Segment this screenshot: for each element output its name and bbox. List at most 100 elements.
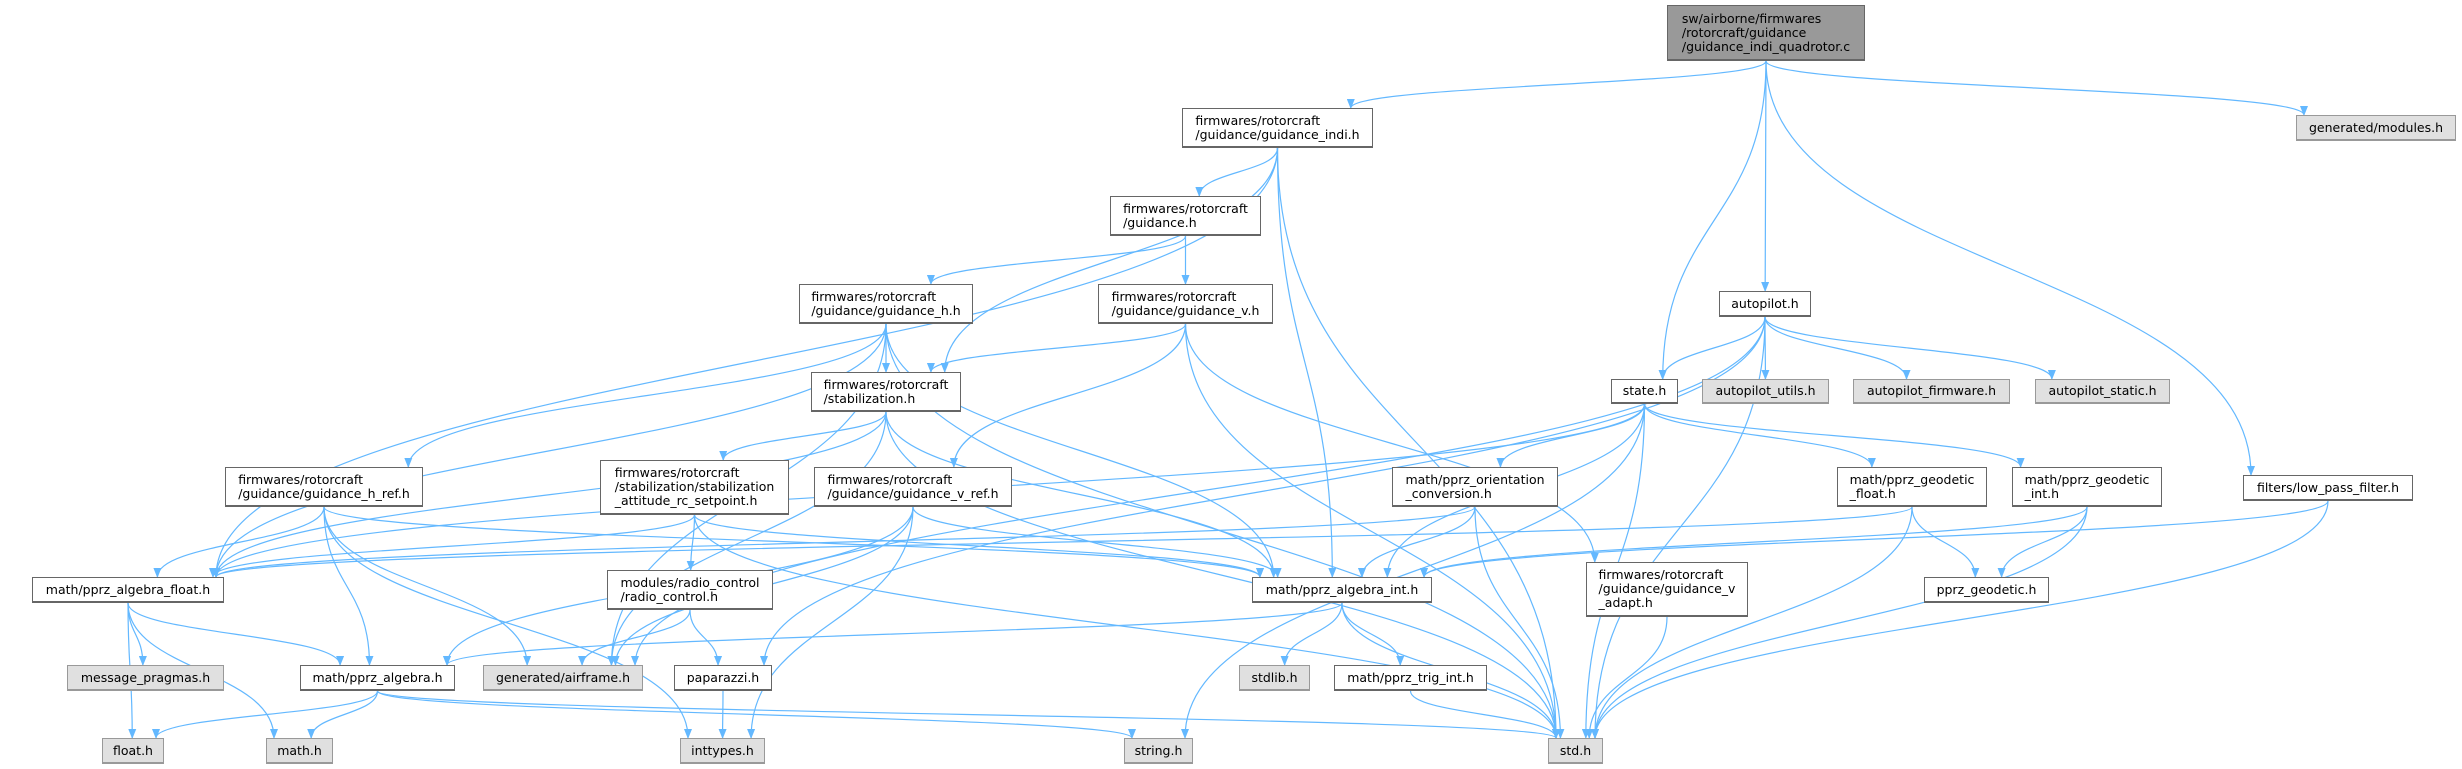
node-geodetic-int[interactable]: math/pprz_geodetic _int.h — [2012, 467, 2162, 507]
node-orientation-conversion[interactable]: math/pprz_orientation _conversion.h — [1392, 467, 1558, 507]
edge-state-to-geodetic_float — [1643, 403, 1876, 468]
node-label: modules/radio_control /radio_control.h — [620, 574, 760, 604]
edge-guidance_v-to-stabilization — [927, 323, 1187, 373]
node-guidance-indi[interactable]: firmwares/rotorcraft /guidance/guidance_… — [1182, 108, 1373, 148]
edge-guidance_v_ref-to-inttypes — [747, 506, 914, 739]
edge-guidance_v-to-guidance_v_ref — [949, 323, 1187, 468]
edge-geodetic_float-to-pprz_geodetic — [1911, 506, 1980, 578]
edge-root-to-guidance_indi — [1346, 60, 1767, 109]
edge-guidance_indi-to-std — [1276, 147, 1560, 739]
node-label: firmwares/rotorcraft /guidance/guidance_… — [811, 288, 961, 318]
node-stabilization[interactable]: firmwares/rotorcraft /stabilization.h — [811, 372, 961, 412]
node-label: autopilot_utils.h — [1715, 383, 1816, 398]
node-guidance-h[interactable]: firmwares/rotorcraft /guidance/guidance_… — [799, 284, 973, 324]
node-stdlib: stdlib.h — [1239, 665, 1310, 691]
edge-algebra_float-to-algebra — [127, 602, 345, 666]
edge-rc_setpoint-to-algebra_int — [693, 514, 1264, 578]
edge-algebra_int-to-stdlib — [1280, 602, 1343, 666]
edge-geodetic_int-to-std — [1591, 506, 2088, 739]
node-float-h: float.h — [102, 738, 164, 764]
node-label: generated/airframe.h — [495, 669, 630, 685]
node-label: string.h — [1134, 742, 1183, 758]
node-label: autopilot_firmware.h — [1866, 383, 1997, 398]
node-inttypes: inttypes.h — [680, 738, 765, 764]
node-radio-control[interactable]: modules/radio_control /radio_control.h — [607, 570, 773, 610]
edge-guidance_v-to-std — [1184, 323, 1560, 739]
edge-autopilot-to-autopilot_firmware — [1764, 316, 1911, 380]
node-state[interactable]: state.h — [1611, 379, 1678, 404]
node-guidance-h-ref[interactable]: firmwares/rotorcraft /guidance/guidance_… — [225, 467, 423, 507]
node-autopilot[interactable]: autopilot.h — [1719, 291, 1811, 317]
node-label: state.h — [1622, 383, 1667, 398]
node-guidance[interactable]: firmwares/rotorcraft /guidance.h — [1110, 196, 1261, 236]
node-label: math/pprz_geodetic _float.h — [1849, 471, 1975, 501]
edge-guidance_h_ref-to-algebra_float — [153, 506, 325, 578]
edge-guidance_indi-to-guidance — [1195, 147, 1279, 197]
edge-algebra_int-to-trig_int — [1341, 602, 1405, 666]
node-label: autopilot.h — [1731, 295, 1799, 311]
edge-guidance_v_adapt-to-std — [1585, 616, 1668, 739]
node-label: stdlib.h — [1251, 669, 1298, 685]
edge-algebra-to-float_h — [152, 690, 379, 739]
edge-rc_setpoint-to-radio_control — [686, 514, 696, 571]
node-pprz-algebra-float[interactable]: math/pprz_algebra_float.h — [32, 577, 224, 603]
edge-guidance-to-guidance_h — [927, 235, 1187, 285]
node-label: math/pprz_algebra_float.h — [45, 581, 211, 597]
edge-radio_control-to-airframe — [578, 609, 691, 666]
node-label: firmwares/rotorcraft /guidance/guidance_… — [827, 471, 999, 501]
node-autopilot-static: autopilot_static.h — [2035, 379, 2170, 404]
node-label: message_pragmas.h — [80, 669, 211, 685]
edge-guidance_h_ref-to-algebra_int — [323, 506, 1264, 578]
node-pprz-algebra-int[interactable]: math/pprz_algebra_int.h — [1252, 577, 1432, 603]
edge-state-to-geodetic_int — [1643, 403, 2025, 468]
node-guidance-v[interactable]: firmwares/rotorcraft /guidance/guidance_… — [1098, 284, 1273, 324]
node-label: inttypes.h — [691, 742, 754, 758]
edge-stabilization-to-algebra_float — [212, 411, 887, 578]
node-label: firmwares/rotorcraft /guidance.h — [1123, 200, 1248, 230]
edge-guidance_v-to-guidance_v_adapt — [1184, 323, 1599, 563]
edge-geodetic_int-to-pprz_geodetic — [1997, 506, 2088, 578]
node-label: math/pprz_algebra.h — [312, 669, 443, 685]
node-autopilot-firmware: autopilot_firmware.h — [1853, 379, 2010, 404]
edge-guidance_h_ref-to-algebra — [323, 506, 374, 666]
node-label: std.h — [1559, 742, 1592, 758]
node-label: sw/airborne/firmwares /rotorcraft/guidan… — [1681, 10, 1851, 54]
node-pprz-trig-int[interactable]: math/pprz_trig_int.h — [1334, 665, 1487, 691]
edge-low_pass_filter-to-std — [1591, 500, 2329, 739]
node-label: firmwares/rotorcraft /stabilization/stab… — [614, 465, 775, 508]
node-pprz-geodetic[interactable]: pprz_geodetic.h — [1924, 577, 2049, 603]
node-string-h: string.h — [1124, 738, 1193, 764]
node-math-h: math.h — [266, 738, 333, 764]
edge-rc_setpoint-to-algebra_float — [209, 514, 696, 578]
edge-root-to-autopilot — [1761, 60, 1770, 292]
edge-state-to-orientation_conversion — [1496, 403, 1646, 468]
node-label: paparazzi.h — [686, 669, 760, 685]
edge-rc_setpoint-to-std — [693, 514, 1560, 739]
edge-geodetic_int-to-algebra_int — [1420, 506, 2088, 578]
node-label: autopilot_static.h — [2048, 383, 2157, 398]
edge-geodetic_float-to-algebra_float — [212, 506, 1913, 578]
node-label: firmwares/rotorcraft /guidance/guidance_… — [1111, 288, 1260, 318]
edge-orientation_conversion-to-algebra_float — [212, 506, 1476, 578]
node-label: math/pprz_trig_int.h — [1347, 669, 1474, 685]
node-label: firmwares/rotorcraft /guidance/guidance_… — [1195, 112, 1360, 142]
node-root-file[interactable]: sw/airborne/firmwares /rotorcraft/guidan… — [1667, 5, 1865, 61]
node-guidance-v-ref[interactable]: firmwares/rotorcraft /guidance/guidance_… — [814, 467, 1012, 507]
node-stabilization-attitude-rc-setpoint[interactable]: firmwares/rotorcraft /stabilization/stab… — [600, 460, 789, 515]
edge-root-to-modules — [1765, 60, 2308, 116]
node-label: generated/modules.h — [2308, 119, 2444, 135]
edge-stabilization-to-airframe — [607, 411, 887, 666]
edge-autopilot-to-autopilot_static — [1764, 316, 2056, 380]
node-low-pass-filter[interactable]: filters/low_pass_filter.h — [2243, 475, 2413, 501]
node-guidance-v-adapt[interactable]: firmwares/rotorcraft /guidance/guidance_… — [1586, 562, 1748, 617]
node-label: math.h — [277, 742, 322, 758]
node-geodetic-float[interactable]: math/pprz_geodetic _float.h — [1837, 467, 1987, 507]
edge-algebra-to-std — [376, 690, 1560, 739]
node-label: firmwares/rotorcraft /stabilization.h — [823, 376, 949, 406]
node-autopilot-utils: autopilot_utils.h — [1702, 379, 1829, 404]
node-label: float.h — [113, 742, 153, 758]
node-paparazzi[interactable]: paparazzi.h — [674, 665, 772, 691]
edge-autopilot-to-state — [1658, 316, 1766, 380]
node-pprz-algebra[interactable]: math/pprz_algebra.h — [300, 665, 455, 691]
node-generated-modules: generated/modules.h — [2296, 115, 2456, 141]
